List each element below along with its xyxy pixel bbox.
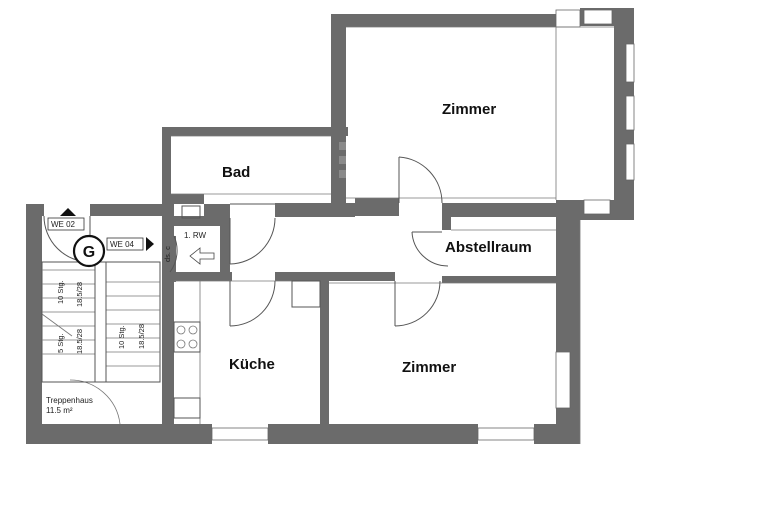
flight-b-count: 5 Stg.: [56, 333, 65, 353]
room-label-kueche: Küche: [229, 356, 275, 373]
entrance-arrow-icon: [189, 247, 215, 265]
windows: [211, 9, 635, 441]
stairwell-marker: G: [72, 234, 106, 268]
stairs: [41, 261, 161, 383]
shaft-label: 1. RW: [184, 231, 207, 240]
unit-label-we02: WE 02: [51, 220, 76, 229]
unit-label-we04: WE 04: [110, 240, 135, 249]
unit-tag-top: WE 02: [47, 208, 85, 231]
interior-lines: [171, 26, 614, 444]
walls: [26, 8, 634, 444]
stairwell-area: 11.5 m²: [46, 406, 73, 415]
unit-arrow-right-icon: [146, 237, 154, 251]
flight-b-ratio: 18.5/28: [75, 329, 84, 354]
room-label-bad: Bad: [222, 164, 250, 181]
room-label-zimmer-top: Zimmer: [442, 101, 496, 118]
flight-a-ratio: 18.5/28: [75, 282, 84, 307]
unit-tag-right: WE 04: [106, 237, 154, 251]
stairwell-name: Treppenhaus: [46, 396, 93, 405]
unit-arrow-up-icon: [60, 208, 76, 216]
shaft-note: ds. c: [163, 246, 172, 262]
flight-c-ratio: 18.5/28: [137, 324, 146, 349]
flight-c-count: 10 Stg.: [117, 325, 126, 349]
room-label-zimmer-bottom: Zimmer: [402, 359, 456, 376]
stairwell-marker-letter: G: [83, 244, 95, 261]
room-label-abstellraum: Abstellraum: [445, 239, 532, 256]
flight-a-count: 10 Stg.: [56, 280, 65, 304]
kitchen-fixtures: [173, 205, 321, 419]
